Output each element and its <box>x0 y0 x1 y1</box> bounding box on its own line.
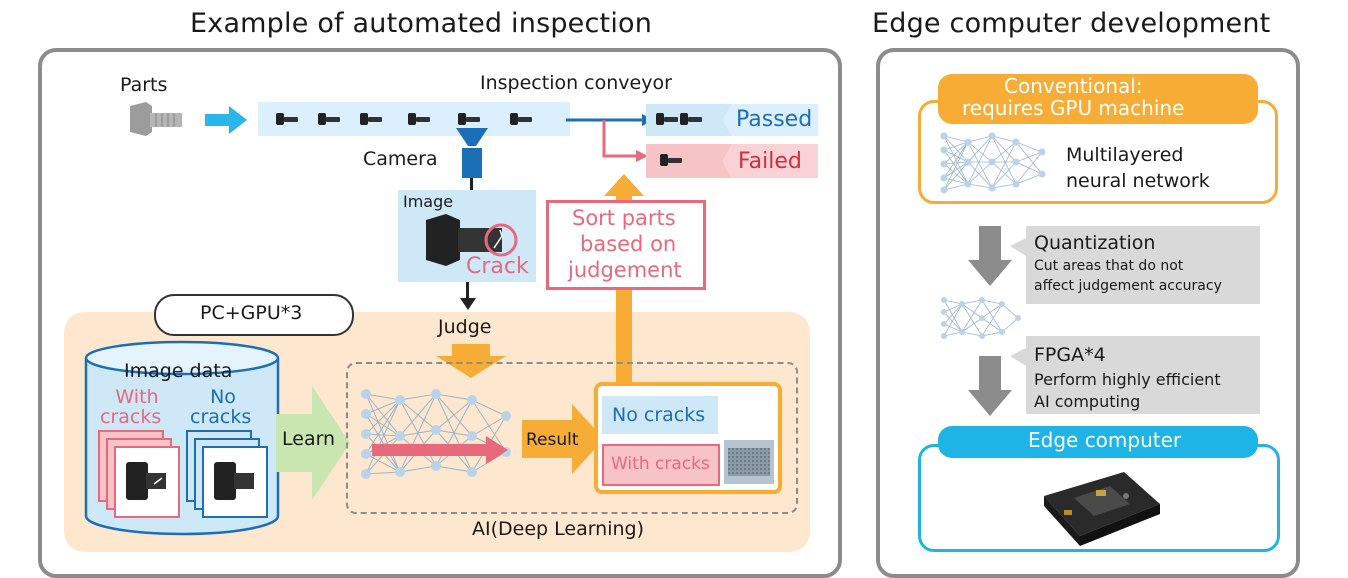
no-cracks-line-2: cracks <box>190 406 252 428</box>
judge-arrow <box>436 344 506 378</box>
conveyor-label: Inspection conveyor <box>480 72 672 94</box>
bolt-thumb-icon <box>214 462 254 500</box>
crack-label: Crack <box>466 254 529 279</box>
bolt-part-icon <box>130 102 182 136</box>
conveyor-bolt-icon <box>318 113 340 125</box>
no-cracks-line-1: No <box>210 386 236 408</box>
result-arrow <box>522 404 604 474</box>
conveyor-bolt-icon <box>458 113 480 125</box>
failed-tag <box>722 144 818 178</box>
image-label: Image <box>403 192 454 211</box>
quantization-callout <box>1010 226 1260 304</box>
sorting-arrows <box>566 114 654 162</box>
sort-line-1: Sort parts <box>572 206 676 230</box>
edge-computer-header <box>938 426 1258 458</box>
edge-board-image <box>1044 472 1160 546</box>
parts-label: Parts <box>120 74 168 96</box>
edge-section-title: Edge computer development <box>872 8 1271 39</box>
result-with-cracks-label: With cracks <box>611 454 710 474</box>
down-arrowhead-icon <box>460 298 476 310</box>
result-label: Result <box>526 430 579 450</box>
result-no-cracks-label: No cracks <box>612 404 706 426</box>
multilayered-line-2: neural network <box>1066 170 1210 192</box>
fpga-desc-2: AI computing <box>1034 392 1141 411</box>
passed-bolt-icon <box>656 113 678 125</box>
sort-line-2: based on <box>580 232 677 256</box>
quantization-desc-1: Cut areas that do not <box>1034 258 1184 274</box>
cracked-bolt-icon <box>426 214 518 266</box>
sort-box <box>546 200 706 290</box>
image-to-judge-line <box>466 282 469 302</box>
pc-gpu-label: PC+GPU*3 <box>200 302 303 324</box>
sort-line-3: judgement <box>568 258 682 282</box>
pc-gpu-pill <box>154 294 354 336</box>
quantization-label: Quantization <box>1034 232 1156 254</box>
small-network-icon <box>941 297 1021 339</box>
learn-label: Learn <box>282 428 336 450</box>
camera-label: Camera <box>363 148 438 170</box>
no-cracks-card <box>202 446 268 518</box>
conveyor-bolt-icon <box>510 113 532 125</box>
conventional-line-1: Conventional: <box>1004 74 1143 98</box>
conveyor-bolt-icon <box>408 113 430 125</box>
ai-label: AI(Deep Learning) <box>472 518 645 540</box>
conventional-header <box>938 74 1258 124</box>
multilayered-network-icon <box>940 132 1046 194</box>
cracked-bolt-thumb-icon <box>126 462 166 500</box>
failed-bolt-icon <box>660 154 682 166</box>
crack-photo-thumb <box>724 440 774 484</box>
inspection-section-title: Example of automated inspection <box>190 8 653 39</box>
fpga-callout <box>1010 336 1260 414</box>
learn-arrow <box>276 386 350 500</box>
camera-line <box>470 178 473 190</box>
multilayered-line-1: Multilayered <box>1066 144 1184 166</box>
image-data-label: Image data <box>124 360 233 382</box>
ai-box <box>346 362 798 514</box>
failed-label: Failed <box>738 149 802 174</box>
fpga-down-arrow <box>968 356 1012 416</box>
passed-bolt-icon <box>680 113 702 125</box>
edge-computer-label: Edge computer <box>1028 428 1182 452</box>
result-no-cracks-box <box>602 396 718 434</box>
fpga-desc-1: Perform highly efficient <box>1034 370 1221 389</box>
passed-tag <box>722 104 818 136</box>
judge-label: Judge <box>438 316 492 338</box>
result-with-cracks-box <box>602 444 720 486</box>
conveyor-bolt-icon <box>360 113 382 125</box>
with-cracks-line-1: With <box>115 386 159 408</box>
passed-label: Passed <box>736 107 813 132</box>
conveyor-bolt-icon <box>276 113 298 125</box>
parts-arrow-icon <box>205 106 247 134</box>
with-cracks-line-2: cracks <box>100 406 162 428</box>
neural-network-icon <box>361 389 511 479</box>
fpga-label: FPGA*4 <box>1034 344 1106 366</box>
quantization-down-arrow <box>968 226 1012 286</box>
camera-icon <box>456 128 488 178</box>
conventional-line-2: requires GPU machine <box>962 96 1185 120</box>
quantization-desc-2: affect judgement accuracy <box>1034 278 1222 294</box>
